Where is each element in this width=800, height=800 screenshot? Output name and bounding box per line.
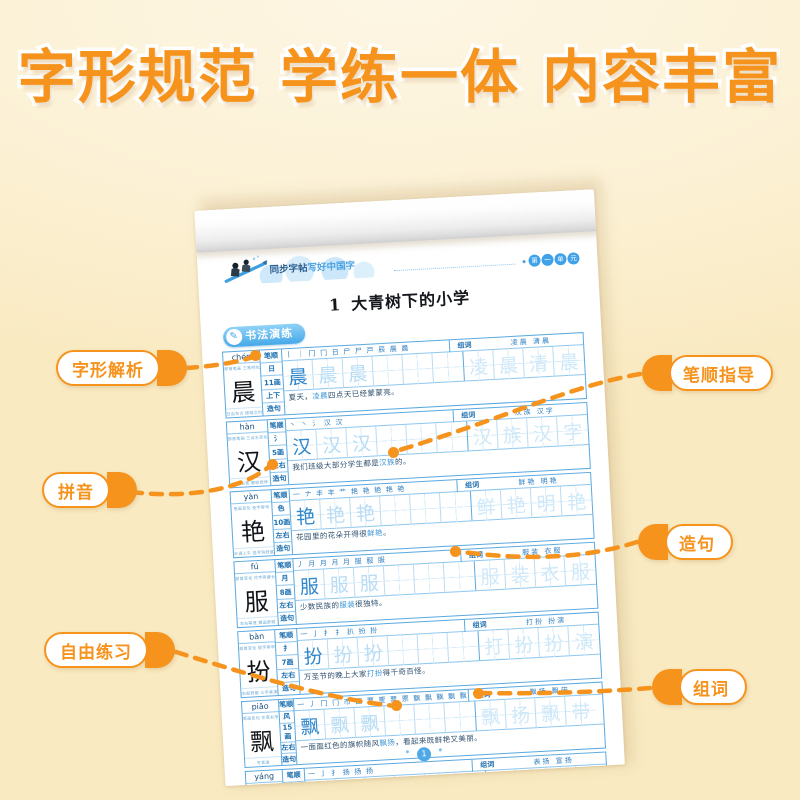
callout-sentence[interactable]: 造句 <box>638 524 733 560</box>
leader-endpoint <box>267 459 278 470</box>
page-header: 同步字帖写好中国字 第 一 单 元 <box>197 237 598 289</box>
callout-tab <box>652 669 682 705</box>
callout-label: 字形解析 <box>56 350 160 386</box>
leader-endpoint <box>391 700 402 711</box>
callout-free-practice[interactable]: 自由练习 <box>44 632 175 668</box>
leader-endpoint <box>388 447 399 458</box>
callout-pinyin[interactable]: 拼音 <box>42 472 137 508</box>
callout-word-formation[interactable]: 组词 <box>652 669 747 705</box>
callout-stroke-order-guide[interactable]: 笔顺指导 <box>642 355 773 391</box>
callout-label: 自由练习 <box>44 632 148 668</box>
leader-endpoint <box>450 546 461 557</box>
callout-glyph-analysis[interactable]: 字形解析 <box>56 350 187 386</box>
callout-label: 笔顺指导 <box>669 355 773 391</box>
headline-banner: 字形规范 学练一体 内容丰富 <box>14 43 783 111</box>
leader-endpoint <box>250 350 261 361</box>
callout-tab <box>642 355 672 391</box>
callout-tab <box>157 350 187 386</box>
callout-label: 拼音 <box>42 472 110 508</box>
callout-label: 造句 <box>665 524 733 560</box>
callout-label: 组词 <box>679 669 747 705</box>
kids-pencil-icon <box>224 255 268 283</box>
leader-endpoint <box>473 688 484 699</box>
callout-tab <box>107 472 137 508</box>
callout-tab <box>638 524 668 560</box>
callout-tab <box>145 632 175 668</box>
